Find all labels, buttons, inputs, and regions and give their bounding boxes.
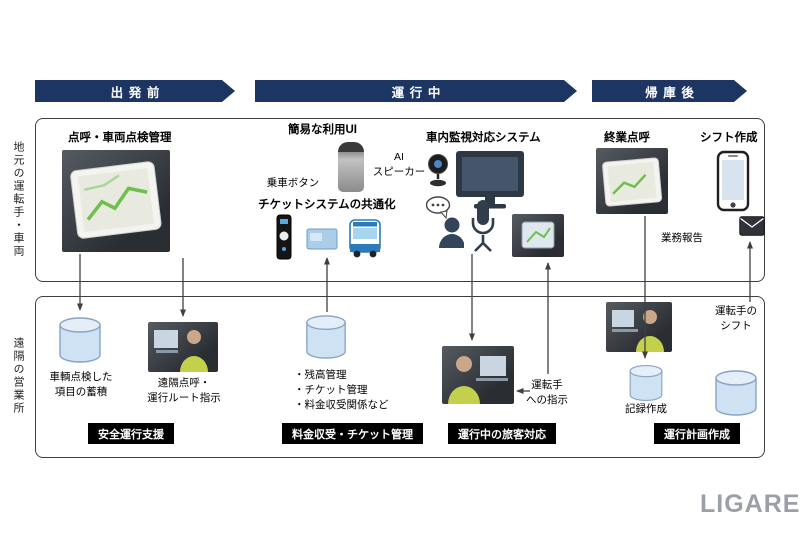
lane-label-local-driver: 地元の運転手・車両 (12, 140, 24, 258)
database-cylinder-fare (304, 314, 348, 360)
fare-management-label: 料金収受・チケット管理 (282, 423, 423, 444)
remote-operator-photo-2 (442, 346, 514, 404)
rollcall-inspection-title: 点呼・車両点検管理 (68, 132, 172, 144)
lane-label-remote-office: 遠隔の営業所 (12, 337, 24, 415)
remote-operator-photo-3 (606, 302, 672, 352)
phase-label: 出発前 (110, 85, 165, 100)
phase-arrow-after-return: 帰庫後 (592, 80, 747, 102)
shift-creation-title: シフト作成 (700, 132, 758, 144)
inspection-archive-note: 車輌点検した 項目の蓄積 (49, 371, 113, 398)
safe-operation-label: 安全運行支援 (88, 423, 174, 444)
fare-item-ticket: ・チケット管理 (294, 384, 368, 396)
phase-label: 運行中 (391, 85, 446, 100)
microphone-icon (468, 198, 498, 252)
ligare-logo: LIGARE (700, 490, 800, 518)
ticket-common-title: チケットシステムの共通化 (258, 199, 396, 211)
ic-card-icon (306, 228, 338, 250)
monitor-icon (454, 150, 526, 212)
fare-item-collection: ・料金収受関係など (294, 399, 389, 411)
closing-rollcall-title: 終業点呼 (604, 132, 650, 144)
database-cylinder-plan (714, 368, 758, 418)
driver-shift-note: 運転手の シフト (715, 305, 757, 332)
ai-speaker-icon (338, 142, 364, 192)
speaker-grill (338, 142, 364, 152)
card-reader-icon (276, 214, 292, 260)
passenger-response-label: 運行中の旅客対応 (448, 423, 556, 444)
envelope-icon (739, 216, 765, 236)
phase-label: 帰庫後 (645, 85, 700, 100)
remote-rollcall-note: 遠隔点呼・ 運行ルート指示 (147, 377, 221, 404)
webcam-icon (424, 152, 452, 188)
record-creation-note: 記録作成 (625, 403, 667, 415)
driver-instruction-note: 運転手 への指示 (526, 379, 568, 406)
ride-button-label: 乗車ボタン (266, 177, 320, 189)
phase-arrow-in-operation: 運行中 (255, 80, 577, 102)
simple-ui-title: 簡易な利用UI (288, 124, 357, 136)
operation-plan-label: 運行計画作成 (654, 423, 740, 444)
closing-rollcall-tablet-photo (596, 148, 668, 214)
bus-icon (346, 218, 384, 258)
remote-operator-photo-1 (148, 322, 218, 372)
smartphone-icon (716, 150, 750, 212)
monitoring-system-title: 車内監視対応システム (426, 132, 541, 144)
driver-display-photo (512, 214, 564, 257)
ai-speaker-label: AI スピーカー (372, 151, 426, 178)
fare-item-balance: ・残高管理 (294, 369, 347, 381)
rollcall-tablet-photo (62, 150, 170, 252)
phase-arrow-before-departure: 出発前 (35, 80, 235, 102)
database-cylinder-inspection (58, 316, 102, 364)
tablet-map-illustration (70, 161, 162, 239)
database-cylinder-record (627, 364, 665, 402)
work-report-label: 業務報告 (661, 232, 703, 244)
passenger-speech-icon (426, 196, 464, 248)
